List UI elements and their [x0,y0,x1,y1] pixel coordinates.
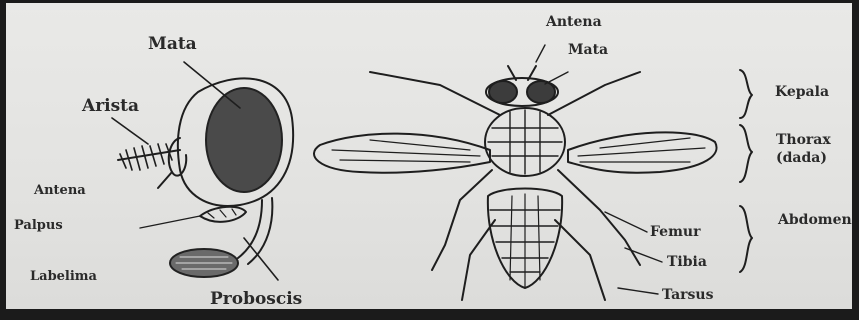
label-tarsus: Tarsus [662,287,713,303]
front-leg-left [370,72,500,115]
label-abdomen: Abdomen [778,212,852,228]
hind-leg-right [555,220,605,300]
fly-eye-left [489,81,517,103]
brace-abdomen [740,206,752,272]
pointer-palpus [140,216,200,228]
pointer-tibia [625,248,662,262]
label-dada: (dada) [776,150,827,166]
label-proboscis: Proboscis [210,289,302,309]
middle-leg-right [558,170,640,265]
arista-bristles [120,144,172,170]
brace-thorax [740,125,752,182]
brace-kepala [740,70,752,118]
antenna-tip [158,172,172,188]
label-tibia: Tibia [667,254,707,270]
pointer-arista [112,118,148,144]
label-palpus: Palpus [14,218,63,233]
pointer-tarsus [618,288,658,294]
label-arista: Arista [82,96,139,116]
abdomen-stripes [510,194,540,288]
label-mata-fly: Mata [568,42,608,58]
label-mata-head: Mata [148,34,197,54]
pointer-proboscis [244,238,278,280]
head-side-view [112,62,293,280]
label-antena-head: Antena [34,183,86,198]
fly-eye-right [527,81,555,103]
label-thorax: Thorax [776,132,831,148]
front-leg-right [548,72,640,115]
thorax-stripes [488,110,562,174]
pointer-antena [536,45,545,62]
pointer-mata-right [545,72,568,84]
label-labelima: Labelima [30,269,97,284]
label-kepala: Kepala [775,84,829,100]
proboscis-stem-outer [248,198,272,264]
middle-leg-left [432,170,492,270]
pointer-mata [184,62,240,108]
left-wing-veins [332,140,480,162]
label-femur: Femur [650,224,700,240]
compound-eye [206,88,282,192]
label-antena-fly: Antena [546,14,602,30]
